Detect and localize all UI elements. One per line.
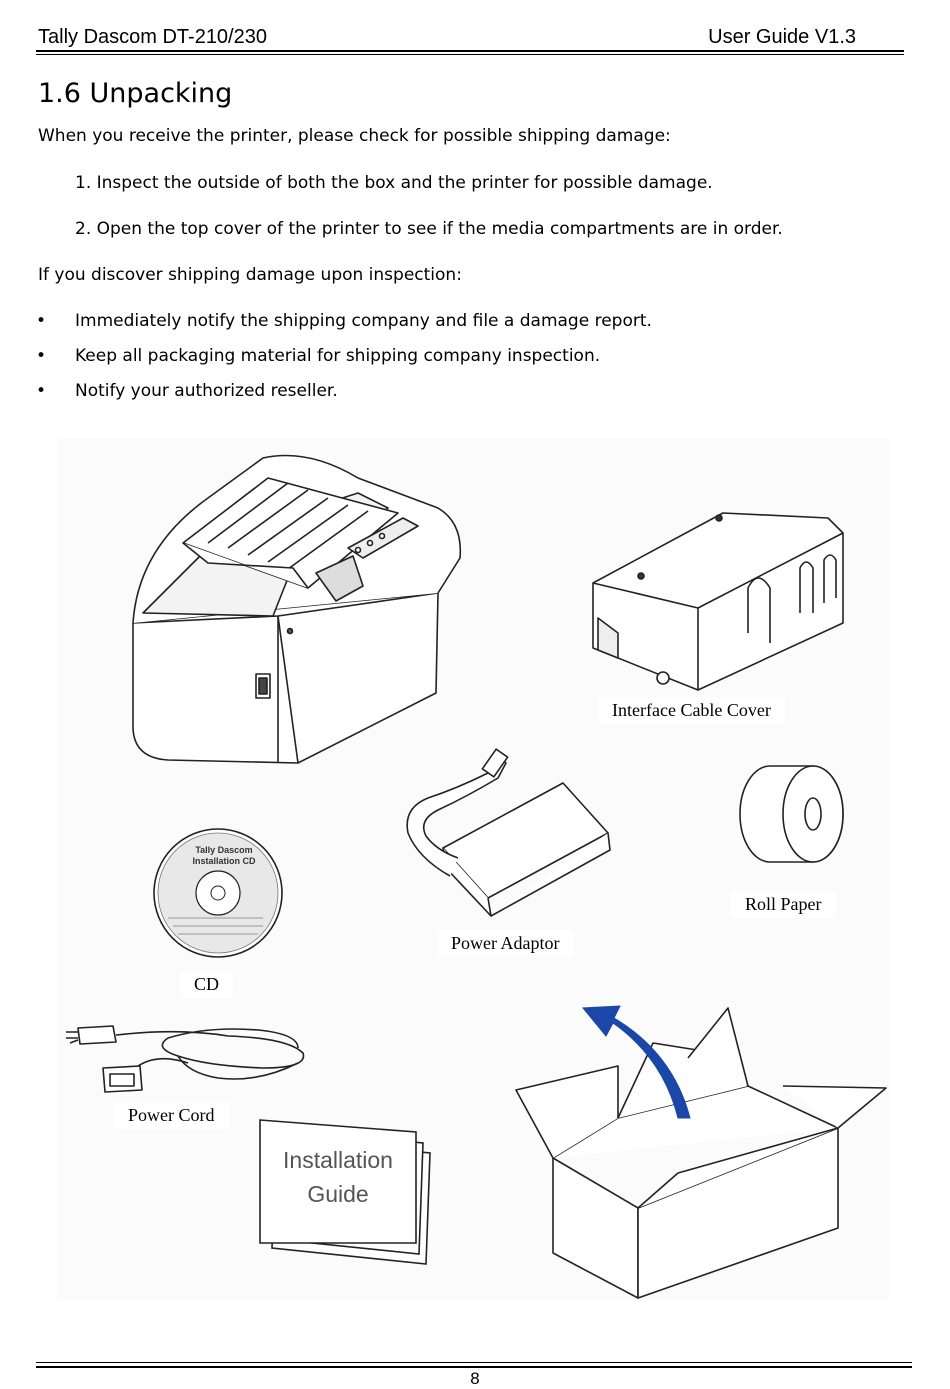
cd-label-line1: Tally Dascom xyxy=(195,845,252,855)
header-version: User Guide V1.3 xyxy=(708,26,856,48)
header-document-title: Tally Dascom DT-210/230 xyxy=(38,26,267,48)
intro-paragraph: When you receive the printer, please che… xyxy=(38,126,671,146)
guide-label-line1: Installation xyxy=(283,1147,393,1173)
package-contents-figure: Tally Dascom Installation CD Installatio… xyxy=(58,438,890,1300)
bullet-item: Keep all packaging material for shipping… xyxy=(75,346,601,366)
power-cord-illustration xyxy=(66,1025,305,1093)
damage-intro-paragraph: If you discover shipping damage upon ins… xyxy=(38,265,462,285)
header-rule xyxy=(36,50,904,52)
footer-rule-thin xyxy=(36,1362,912,1363)
bullet-item: Immediately notify the shipping company … xyxy=(75,311,652,331)
bullet-item: Notify your authorized reseller. xyxy=(75,381,338,401)
open-box-arrow xyxy=(581,1005,691,1119)
footer-rule xyxy=(36,1366,912,1368)
shipping-box-illustration xyxy=(515,1007,887,1299)
roll-paper-illustration xyxy=(739,765,844,863)
caption-power-adaptor: Power Adaptor xyxy=(437,930,574,957)
printer-illustration xyxy=(132,454,462,764)
step-item: 1. Inspect the outside of both the box a… xyxy=(75,173,713,193)
bullet-icon: • xyxy=(36,381,47,401)
section-title: 1.6 Unpacking xyxy=(38,78,233,109)
caption-interface-cable-cover: Interface Cable Cover xyxy=(598,697,785,724)
interface-cable-cover-illustration xyxy=(592,512,844,691)
step-item: 2. Open the top cover of the printer to … xyxy=(75,219,783,239)
cd-label-line2: Installation CD xyxy=(192,856,256,866)
bullet-icon: • xyxy=(36,311,47,331)
caption-power-cord: Power Cord xyxy=(114,1102,229,1129)
caption-cd: CD xyxy=(180,971,234,998)
cd-illustration: Tally Dascom Installation CD xyxy=(153,828,283,958)
page-number: 8 xyxy=(470,1369,480,1388)
installation-guide-illustration: Installation Guide xyxy=(259,1119,431,1265)
header-rule-thin xyxy=(36,54,904,55)
guide-label-line2: Guide xyxy=(307,1181,368,1207)
power-adaptor-illustration xyxy=(406,748,611,917)
bullet-icon: • xyxy=(36,346,47,366)
caption-roll-paper: Roll Paper xyxy=(731,891,836,918)
